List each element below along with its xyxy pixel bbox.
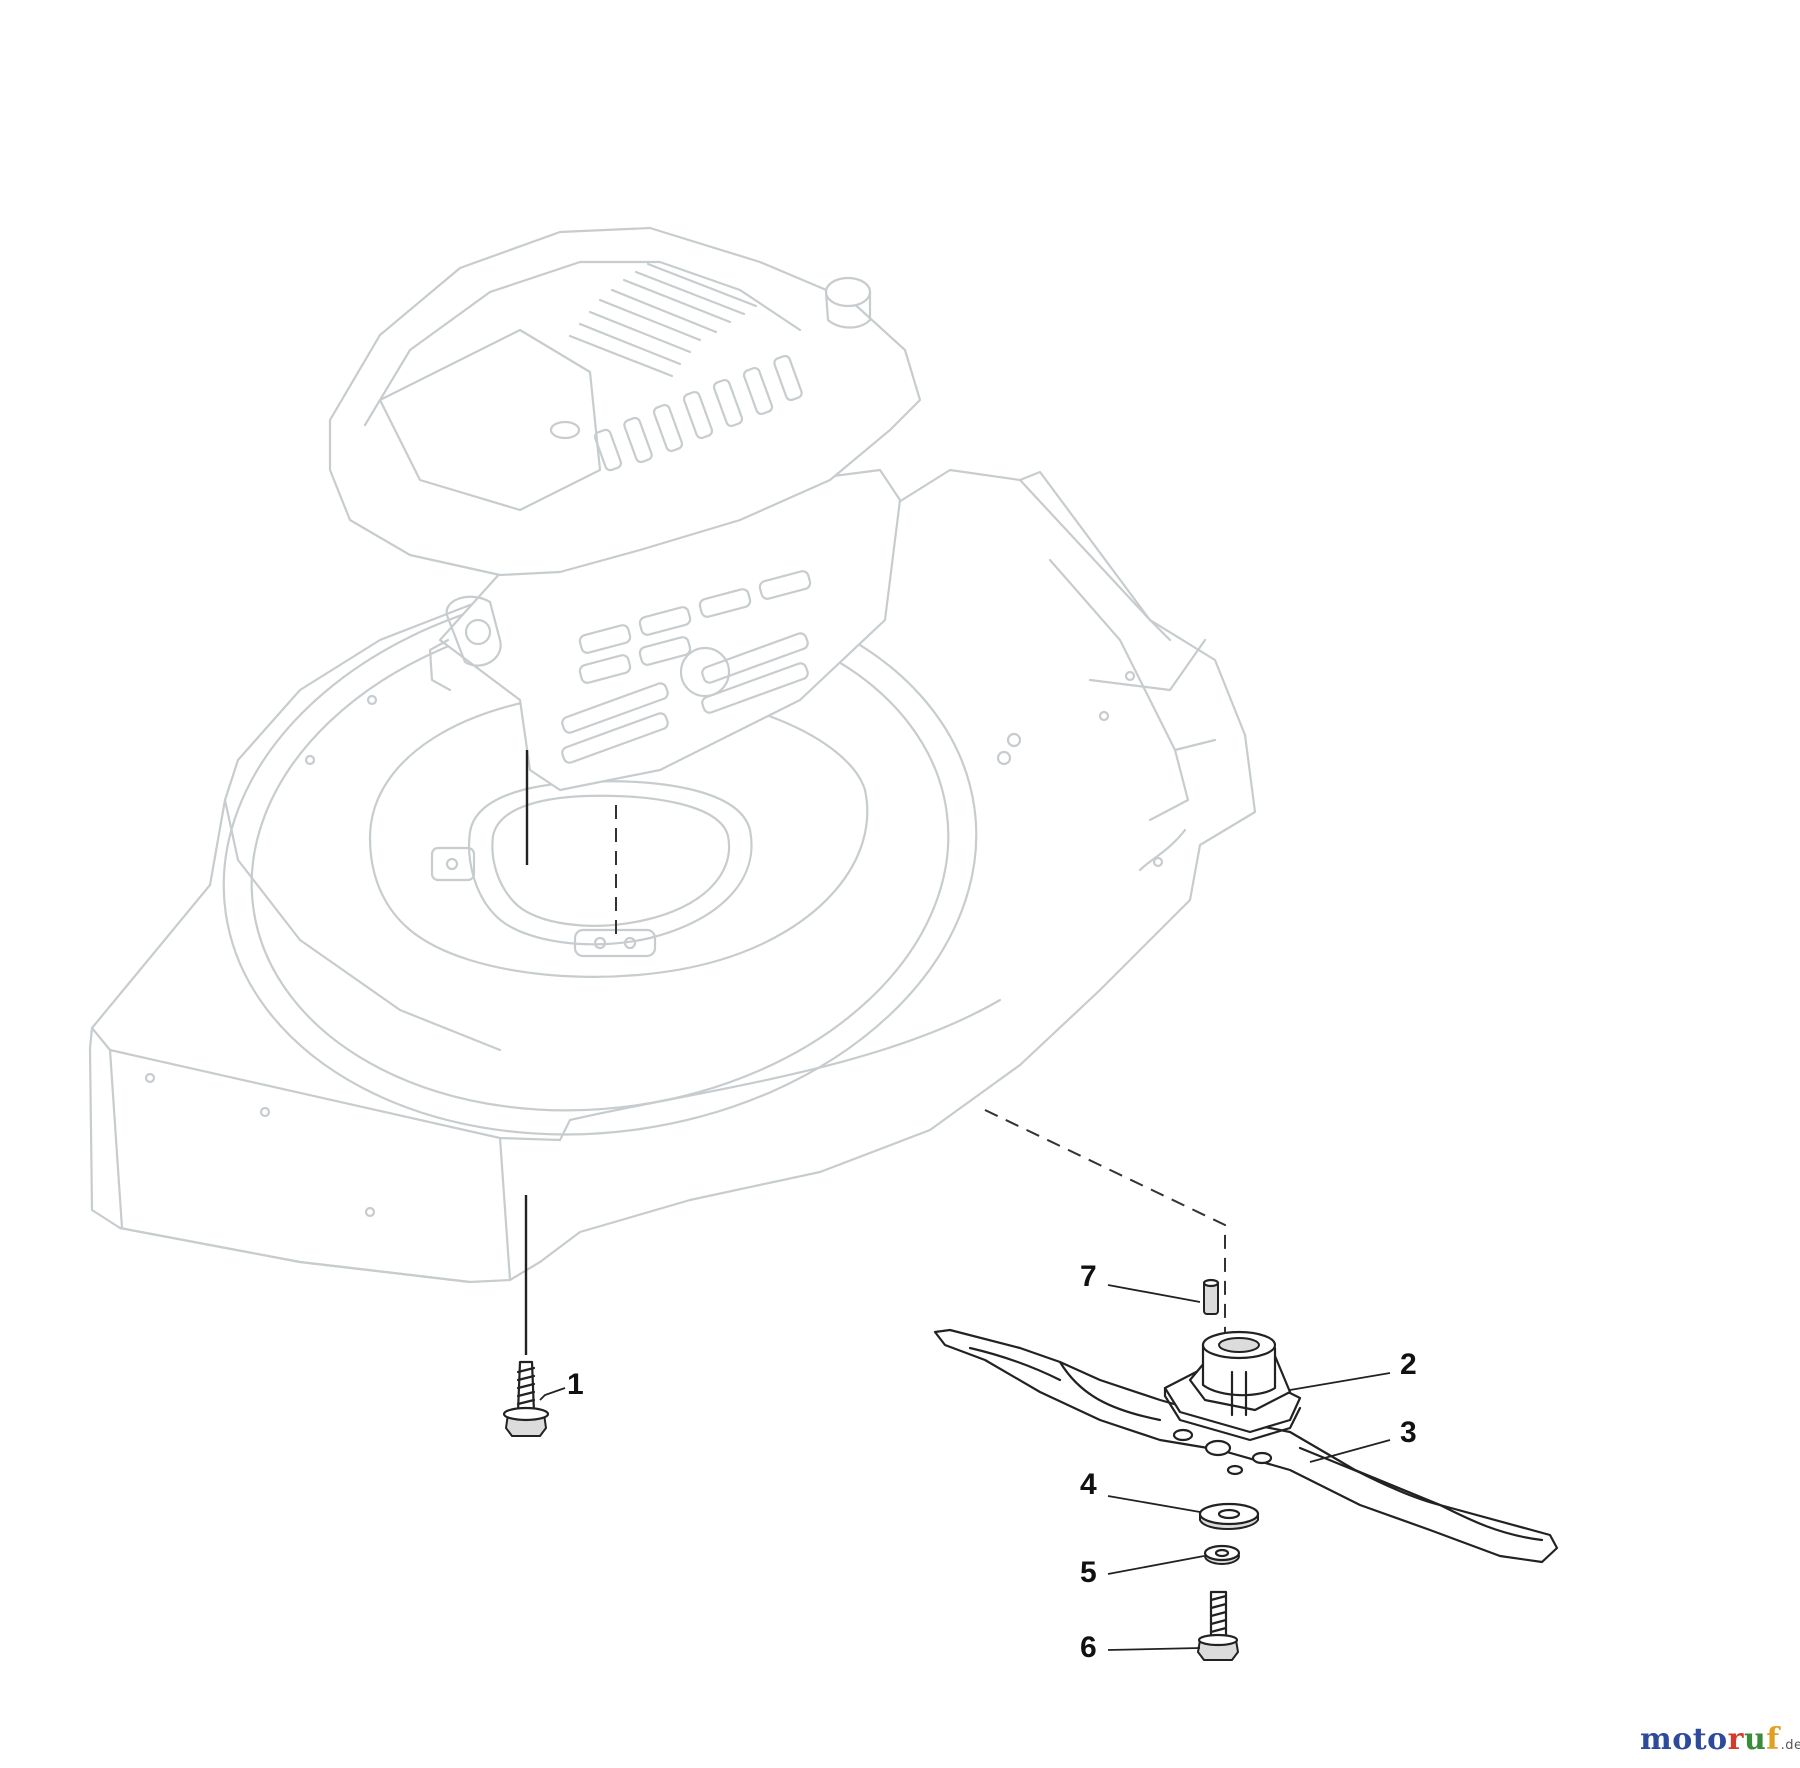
blade-assembly-axis-line: [984, 1109, 1226, 1370]
callout-6: 6: [1080, 1631, 1097, 1664]
callout-1: 1: [567, 1368, 584, 1401]
construction-lines: [524, 750, 1226, 1370]
logo-letter: o: [1707, 1722, 1728, 1757]
callout-4: 4: [1080, 1468, 1097, 1501]
washer-part-4[interactable]: [1198, 1502, 1260, 1530]
logo-letter: o: [1672, 1722, 1693, 1757]
callout-7: 7: [1080, 1260, 1097, 1293]
logo-letter: m: [1640, 1722, 1673, 1757]
leader-6: [1107, 1647, 1201, 1651]
callout-3: 3: [1400, 1416, 1417, 1449]
callout-5: 5: [1080, 1556, 1097, 1589]
spring-washer-part-5[interactable]: [1203, 1544, 1241, 1565]
leader-lines: [539, 1284, 1391, 1651]
logo-letter: u: [1743, 1722, 1767, 1757]
logo-letter: r: [1727, 1722, 1744, 1757]
key-part-7[interactable]: [1202, 1278, 1220, 1315]
mower-deck-ghost: [88, 468, 1257, 1284]
leader-1: [539, 1387, 566, 1401]
callout-2: 2: [1400, 1348, 1417, 1381]
leader-4: [1107, 1495, 1201, 1513]
leader-3: [1309, 1439, 1391, 1463]
blade-adapter-part-2[interactable]: [1163, 1330, 1302, 1442]
leader-7: [1107, 1284, 1201, 1303]
leader-2: [1289, 1372, 1391, 1391]
logo-letter: t: [1692, 1722, 1708, 1757]
motoruf-logo: motoruf.de: [1640, 1722, 1800, 1757]
engine-ghost: [328, 226, 922, 792]
logo-letter: f: [1766, 1722, 1780, 1757]
screw-part-1[interactable]: [502, 1360, 550, 1437]
bolt-part-6[interactable]: [1196, 1590, 1240, 1661]
leader-5: [1107, 1555, 1205, 1575]
logo-tld: .de: [1780, 1738, 1800, 1753]
